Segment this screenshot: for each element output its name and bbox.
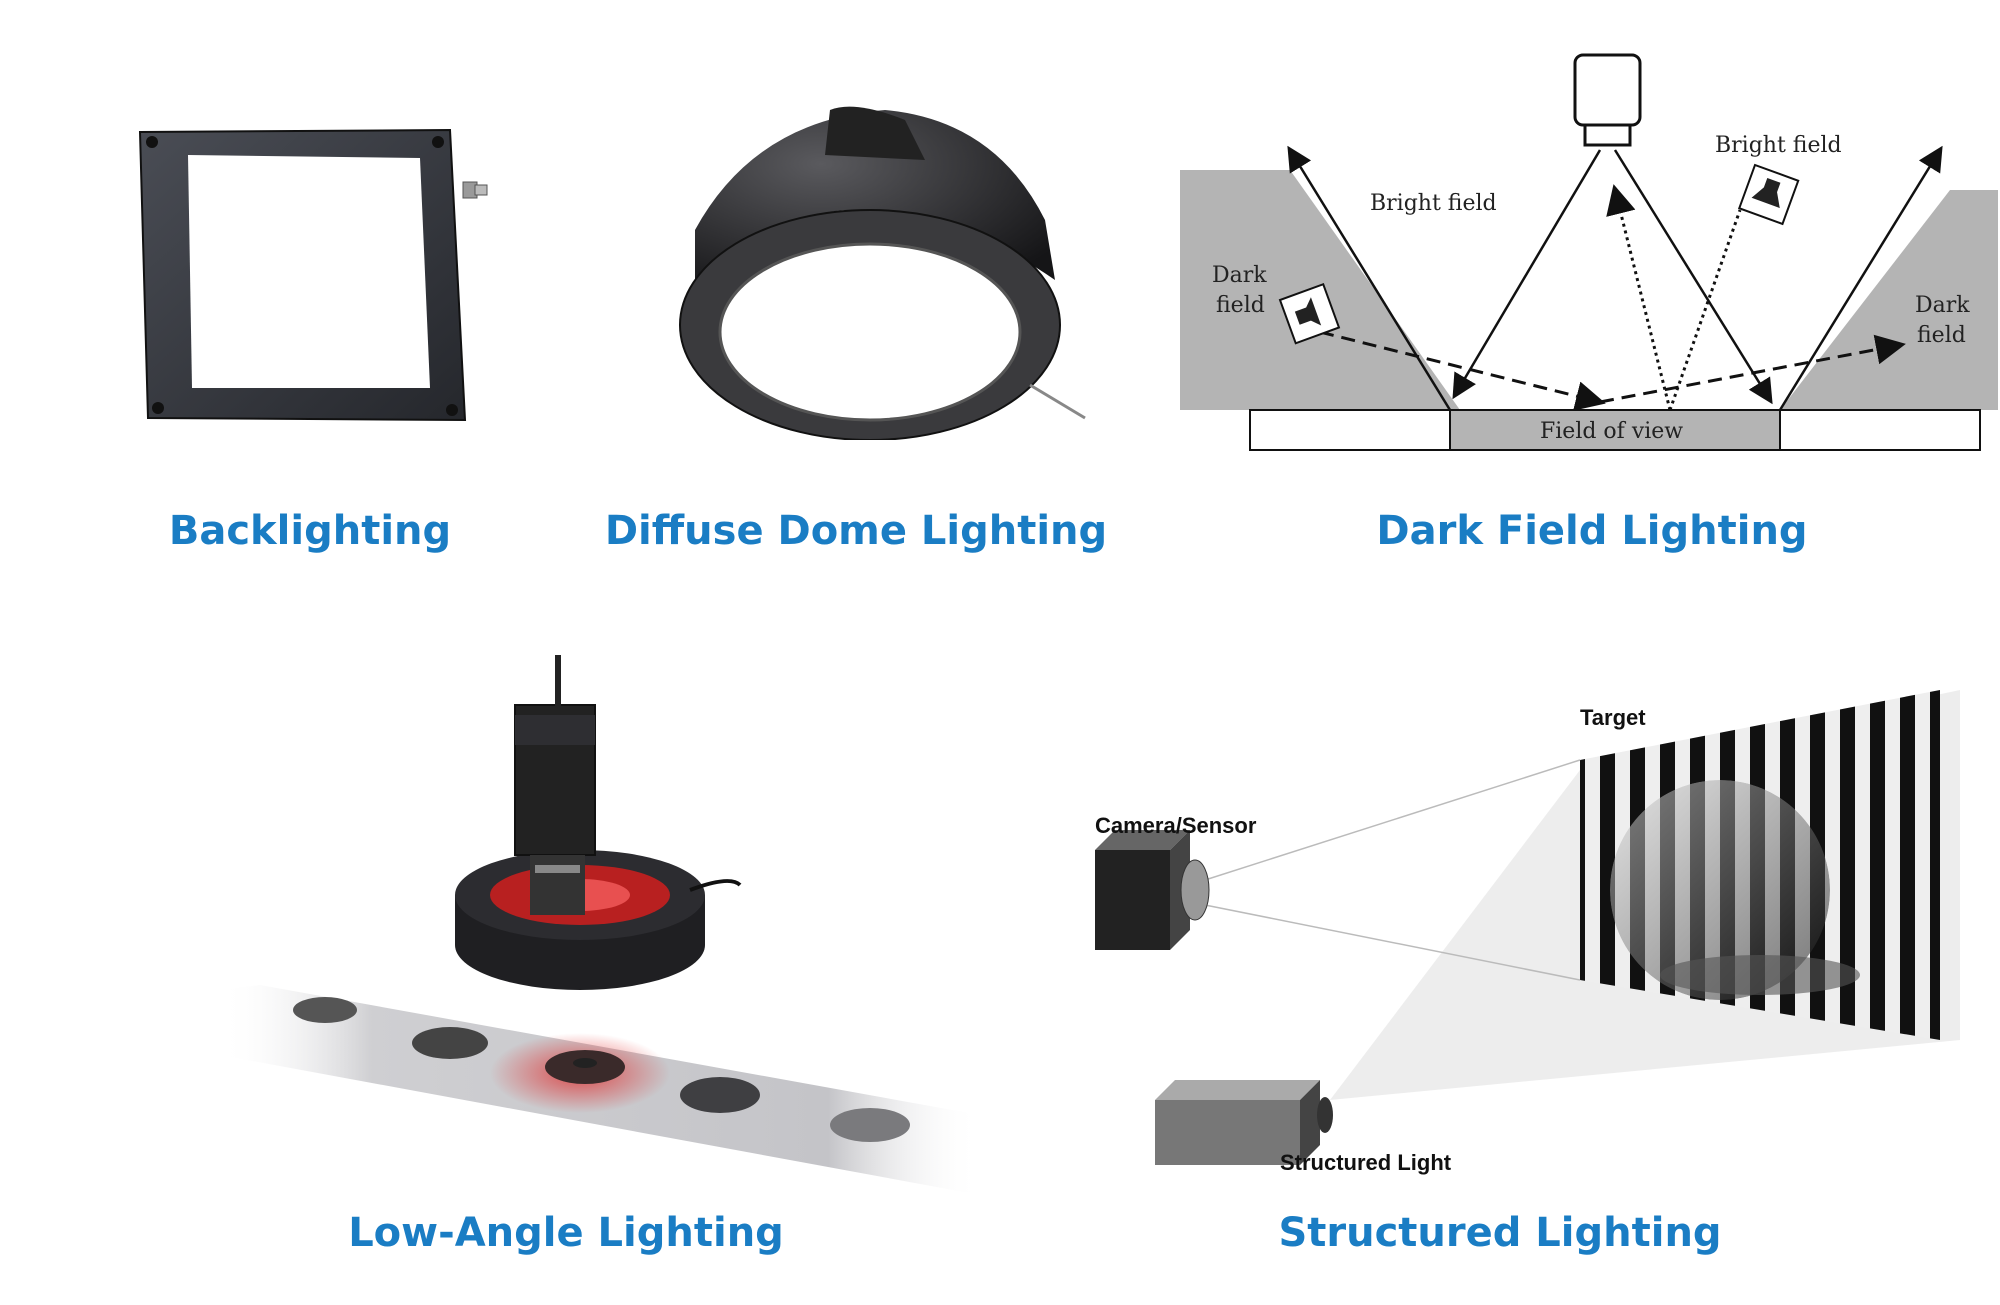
base-right [1779, 409, 1981, 451]
camera-icon [1573, 53, 1642, 147]
right-slope [1780, 190, 1998, 410]
backlight-panel-image [138, 128, 488, 422]
caption-structured: Structured Lighting [1278, 1210, 1722, 1256]
caption-dark-field: Dark Field Lighting [1376, 508, 1808, 554]
bright-field-label-right: Bright field [1715, 133, 1842, 158]
structured-light-diagram: Target Camera/Sensor Structured Light [1095, 690, 1960, 1175]
bright-field-label-left: Bright field [1370, 191, 1497, 216]
caption-diffuse-dome: Diffuse Dome Lighting [604, 508, 1108, 554]
dark-field-diagram: Field of view Bright field Bright field … [1180, 53, 1998, 451]
structured-light-label: Structured Light [1280, 1150, 1452, 1175]
field-of-view-area [1449, 409, 1781, 451]
caption-backlighting: Backlighting [168, 508, 452, 554]
bright-field-light-icon [1737, 163, 1800, 226]
dark-field-label-right-1: Dark [1915, 293, 1970, 318]
base-left [1249, 409, 1451, 451]
projector-icon [1155, 1080, 1333, 1165]
camera-sensor-label: Camera/Sensor [1095, 813, 1257, 838]
camera-sensor-icon [1095, 830, 1210, 950]
dark-field-label-left-1: Dark [1212, 263, 1267, 288]
low-angle-image [220, 655, 980, 1195]
field-of-view-label: Field of view [1540, 419, 1683, 444]
caption-low-angle: Low-Angle Lighting [348, 1210, 784, 1256]
dark-field-label-right-2: field [1917, 323, 1966, 348]
dark-field-light-icon [1278, 282, 1341, 345]
diffuse-dome-image [679, 106, 1086, 440]
target-label: Target [1580, 705, 1646, 730]
dark-field-label-left-2: field [1216, 293, 1265, 318]
